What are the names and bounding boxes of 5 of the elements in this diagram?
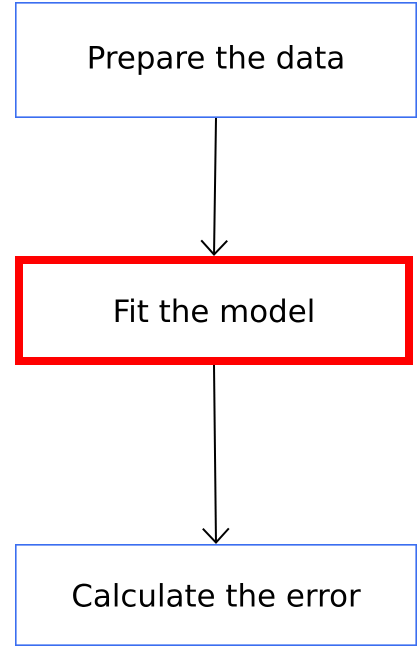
- process-box: Prepare the data: [15, 2, 417, 118]
- arrow: [202, 364, 230, 544]
- process-box: Calculate the error: [15, 544, 417, 646]
- highlighted-process-box: Fit the model: [15, 256, 413, 365]
- arrow: [200, 118, 228, 256]
